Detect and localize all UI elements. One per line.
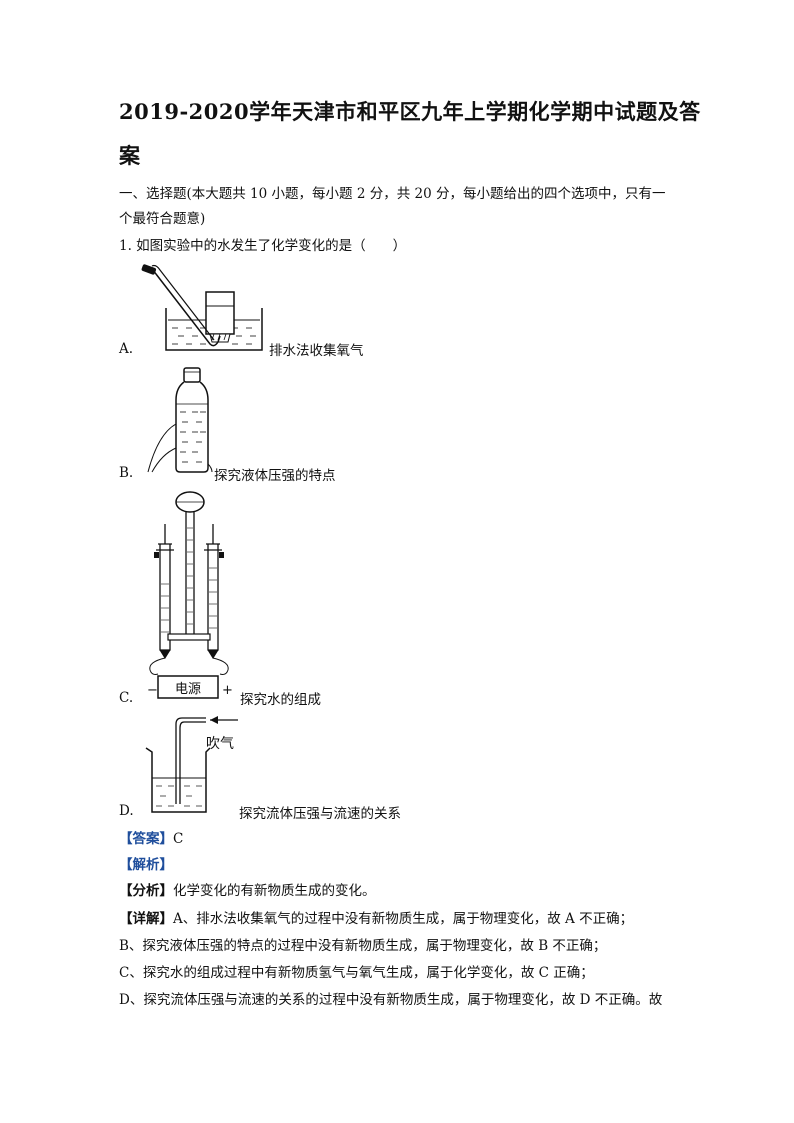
analysis-tag: 【解析】 (119, 857, 173, 873)
option-b-caption: 探究液体压强的特点 (214, 468, 336, 484)
electrolysis-figure (149, 491, 229, 699)
option-a-letter: A. (119, 341, 134, 357)
detail-line-d: D、探究流体压强与流速的关系的过程中没有新物质生成，属于物理变化，故 D 不正确… (119, 992, 663, 1008)
section-header-continued: 个最符合题意) (119, 211, 206, 227)
detail-tag: 【详解】 (119, 911, 173, 927)
option-c-caption: 探究水的组成 (240, 692, 321, 708)
answer-tag: 【答案】 (119, 831, 173, 847)
option-c-letter: C. (119, 690, 134, 706)
detail-line-c: C、探究水的组成过程中有新物质氢气与氧气生成，属于化学变化，故 C 正确； (119, 965, 594, 981)
fenxi-text: 化学变化的有新物质生成的变化。 (173, 883, 376, 899)
answer-line: 【答案】C (119, 827, 183, 847)
section-header: 一、选择题(本大题共 10 小题，每小题 2 分，共 20 分，每小题给出的四个… (119, 186, 666, 202)
water-displacement-figure (141, 264, 263, 351)
power-supply-label: 电源 (175, 682, 202, 697)
option-a-caption: 排水法收集氧气 (269, 343, 364, 359)
option-d-letter: D. (119, 803, 134, 819)
page-title-continued: 案 (119, 143, 141, 168)
minus-sign: − (147, 683, 158, 698)
beaker-blow-figure (145, 716, 238, 813)
fenxi-line: 【分析】化学变化的有新物质生成的变化。 (119, 879, 376, 899)
fenxi-tag: 【分析】 (119, 883, 173, 899)
detail-line-b: B、探究液体压强的特点的过程中没有新物质生成，属于物理变化，故 B 不正确； (119, 938, 607, 954)
analysis-line: 【解析】 (119, 853, 173, 873)
question-text: 1. 如图实验中的水发生了化学变化的是（ ） (119, 238, 407, 254)
bottle-pressure-figure (147, 367, 213, 473)
option-d-caption: 探究流体压强与流速的关系 (239, 806, 401, 822)
blow-label: 吹气 (206, 736, 234, 752)
option-b-letter: B. (119, 465, 134, 481)
plus-sign: + (222, 683, 233, 698)
page-title: 2019-2020学年天津市和平区九年上学期化学期中试题及答 (119, 99, 701, 124)
detail-line-a: 【详解】A、排水法收集氧气的过程中没有新物质生成，属于物理变化，故 A 不正确； (119, 907, 633, 927)
detail-a-text: A、排水法收集氧气的过程中没有新物质生成，属于物理变化，故 A 不正确； (173, 911, 634, 927)
answer-value: C (173, 831, 184, 847)
